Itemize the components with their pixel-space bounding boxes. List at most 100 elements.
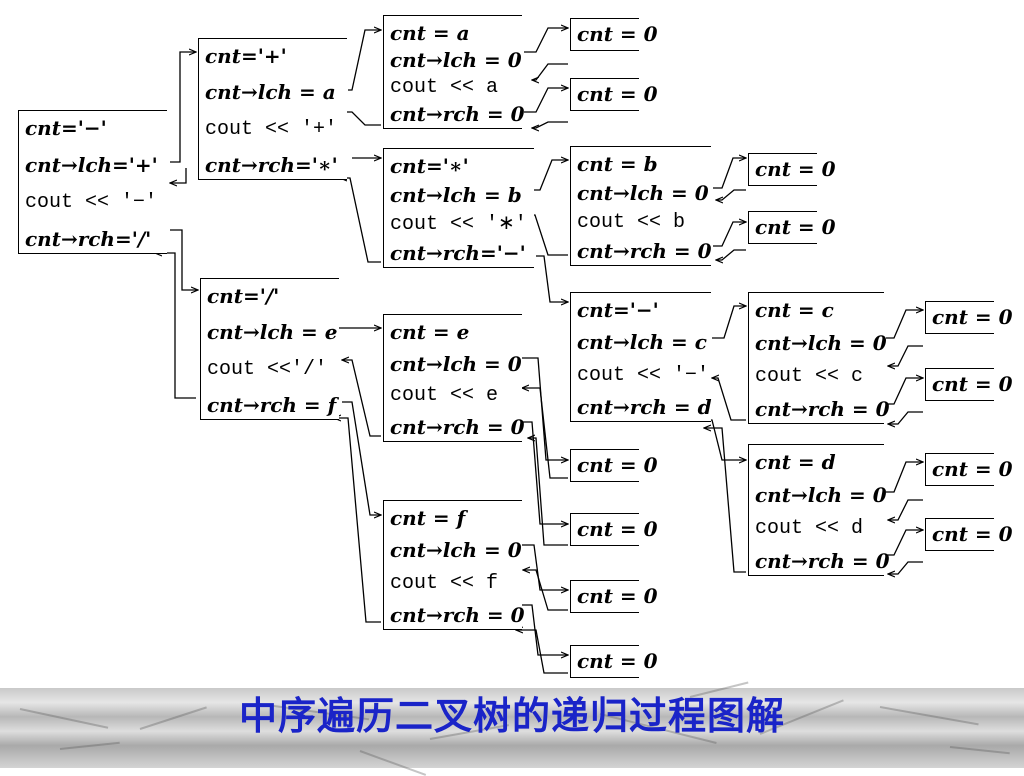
left-child-line: cnt→lch = 0 xyxy=(390,48,522,72)
null-leaf: cnt = 0 xyxy=(570,78,658,111)
call-arrow xyxy=(886,530,923,556)
null-leaf: cnt = 0 xyxy=(925,518,1013,551)
return-arrow xyxy=(155,253,196,399)
call-star: cnt='∗' cnt→lch = b cout << '∗' cnt→rch='−' xyxy=(383,148,534,268)
return-arrow xyxy=(523,570,568,611)
call-arrow xyxy=(348,30,381,91)
call-arrow xyxy=(170,229,198,290)
output-line: cout << '∗' xyxy=(390,213,527,236)
assign-line: cnt='/' xyxy=(207,284,280,308)
return-arrow xyxy=(532,63,568,80)
assign-line: cnt = c xyxy=(755,298,834,322)
null-leaf-label: cnt = 0 xyxy=(932,457,1013,481)
right-child-line: cnt→rch = 0 xyxy=(390,102,525,126)
output-line: cout << a xyxy=(390,76,499,99)
output-line: cout << e xyxy=(390,384,499,407)
return-arrow xyxy=(342,360,381,437)
left-child-line: cnt→lch = 0 xyxy=(390,538,522,562)
null-leaf: cnt = 0 xyxy=(570,580,658,613)
right-child-line: cnt→rch = 0 xyxy=(577,239,712,263)
assign-line: cnt = d xyxy=(755,450,836,474)
call-arrow xyxy=(713,222,746,247)
assign-line: cnt='+' xyxy=(205,44,287,68)
null-leaf: cnt = 0 xyxy=(570,449,658,482)
left-child-line: cnt→lch = c xyxy=(577,330,707,354)
null-leaf: cnt = 0 xyxy=(570,513,658,546)
call-arrow xyxy=(524,88,568,113)
assign-line: cnt = a xyxy=(390,21,470,45)
return-arrow xyxy=(170,168,187,183)
marble-vein xyxy=(359,750,427,776)
assign-line: cnt='∗' xyxy=(390,154,469,178)
return-arrow xyxy=(522,388,568,479)
null-leaf: cnt = 0 xyxy=(925,368,1013,401)
return-arrow xyxy=(716,249,746,260)
assign-line: cnt = b xyxy=(577,152,658,176)
output-line: cout << '−' xyxy=(25,191,158,214)
diagram-caption: 中序遍历二叉树的递归过程图解 xyxy=(238,694,785,738)
left-child-line: cnt→lch = b xyxy=(390,183,522,207)
null-leaf: cnt = 0 xyxy=(925,301,1013,334)
marble-footer-band xyxy=(0,681,1024,776)
call-arrow xyxy=(524,28,568,53)
right-child-line: cnt→rch = 0 xyxy=(755,549,890,573)
return-arrow xyxy=(888,499,923,520)
call-minus: cnt='−' cnt→lch = c cout << '−' cnt→rch = d xyxy=(570,292,712,422)
marble-vein xyxy=(949,746,1010,755)
null-leaf: cnt = 0 xyxy=(570,645,658,678)
output-line: cout << '−' xyxy=(577,364,710,387)
call-arrow xyxy=(521,604,568,655)
call-arrow xyxy=(342,401,381,515)
null-leaf: cnt = 0 xyxy=(748,211,836,244)
left-child-line: cnt→lch = 0 xyxy=(577,181,709,205)
null-leaf-label: cnt = 0 xyxy=(932,305,1013,329)
right-child-line: cnt→rch = d xyxy=(577,395,712,419)
output-line: cout << d xyxy=(755,517,864,540)
call-arrow xyxy=(886,310,923,339)
return-arrow xyxy=(888,345,923,366)
call-b: cnt = b cnt→lch = 0 cout << b cnt→rch = 0 xyxy=(570,146,712,266)
assign-line: cnt='−' xyxy=(25,116,107,140)
right-child-line: cnt→rch = 0 xyxy=(755,397,890,421)
call-arrow xyxy=(702,419,746,460)
null-leaf-label: cnt = 0 xyxy=(577,22,658,46)
left-child-line: cnt→lch = e xyxy=(207,320,338,344)
null-leaf-label: cnt = 0 xyxy=(577,453,658,477)
call-arrow xyxy=(886,462,923,493)
null-leaf-label: cnt = 0 xyxy=(932,372,1013,396)
assign-line: cnt='−' xyxy=(577,298,659,322)
return-arrow xyxy=(716,189,746,200)
right-child-line: cnt→rch = 0 xyxy=(390,603,525,627)
call-root: cnt='−' cnt→lch='+' cout << '−' cnt→rch='/' xyxy=(18,110,167,254)
output-line: cout << f xyxy=(390,572,499,595)
return-arrow xyxy=(532,121,568,128)
left-child-line: cnt→lch = 0 xyxy=(390,352,522,376)
return-arrow xyxy=(334,418,381,623)
call-arrow xyxy=(886,378,923,405)
right-child-line: cnt→rch = 0 xyxy=(390,415,525,439)
right-child-line: cnt→rch='−' xyxy=(390,241,526,265)
call-arrow xyxy=(521,357,568,460)
null-leaf: cnt = 0 xyxy=(925,453,1013,486)
call-arrow xyxy=(521,544,568,590)
return-arrow xyxy=(516,630,568,674)
return-arrow xyxy=(704,428,746,573)
assign-line: cnt = e xyxy=(390,320,470,344)
output-line: cout << b xyxy=(577,211,686,234)
call-arrow xyxy=(712,306,746,339)
return-arrow xyxy=(712,378,746,421)
left-child-line: cnt→lch='+' xyxy=(25,153,158,177)
output-line: cout << '+' xyxy=(205,118,338,141)
null-leaf-label: cnt = 0 xyxy=(577,517,658,541)
null-leaf-label: cnt = 0 xyxy=(577,649,658,673)
right-child-line: cnt→rch='/' xyxy=(25,227,152,251)
return-arrow xyxy=(340,178,381,263)
output-line: cout <<'/' xyxy=(207,358,328,381)
return-arrow xyxy=(528,438,568,546)
right-child-line: cnt→rch = f xyxy=(207,393,337,417)
